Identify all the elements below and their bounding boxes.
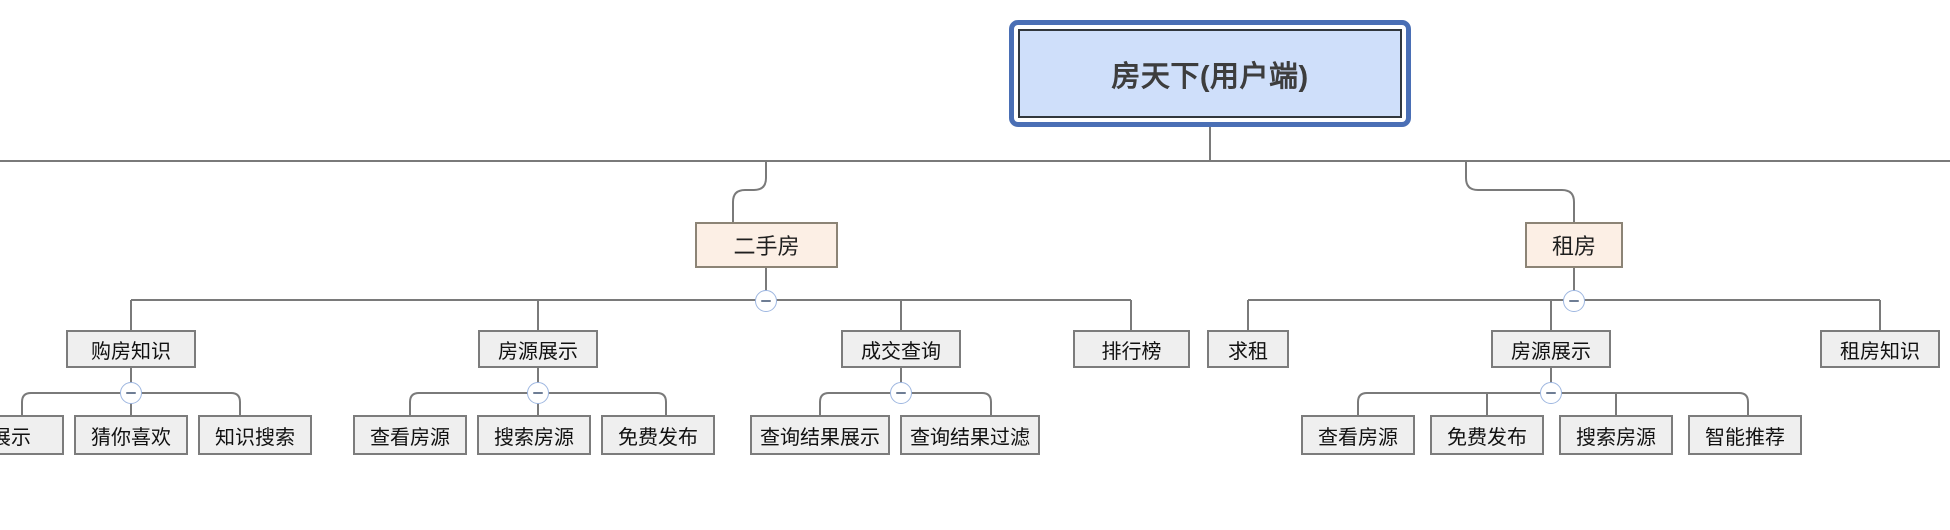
node-zufang-zhishi[interactable]: 租房知识 (1820, 330, 1940, 368)
node-chaxun-jieguo-zhanshi[interactable]: 查询结果展示 (750, 415, 890, 455)
collapse-toggle-ershoufang[interactable] (755, 290, 777, 312)
node-zhishi-sousuo[interactable]: 知识搜索 (198, 415, 312, 455)
node-zhanshi[interactable]: 展示 (0, 415, 64, 455)
edge-zufang-link (1465, 161, 1575, 222)
node-fangyuan-zhanshi-1[interactable]: 房源展示 (478, 330, 598, 368)
node-cainixihuan[interactable]: 猜你喜欢 (74, 415, 188, 455)
node-fangyuan-zhanshi-2[interactable]: 房源展示 (1491, 330, 1611, 368)
node-zufang-label: 租房 (1551, 234, 1596, 259)
minus-icon (533, 392, 543, 394)
minus-icon (1546, 392, 1556, 394)
node-root-label: 房天下(用户端) (1111, 60, 1309, 93)
node-chakan-fangyuan-2[interactable]: 查看房源 (1301, 415, 1415, 455)
node-mianfei-fabu-1[interactable]: 免费发布 (601, 415, 715, 455)
collapse-toggle-fangyuan-zhanshi-2[interactable] (1540, 382, 1562, 404)
node-zhanshi-label: 展示 (0, 426, 31, 449)
minus-icon (126, 392, 136, 394)
edge-ershoufang-link (732, 161, 767, 222)
node-chakan-fangyuan-2-label: 查看房源 (1318, 426, 1398, 449)
node-chakan-fangyuan-1[interactable]: 查看房源 (353, 415, 467, 455)
node-zufang-zhishi-label: 租房知识 (1840, 340, 1920, 363)
root-selection-ring (1009, 20, 1411, 127)
node-chakan-fangyuan-1-label: 查看房源 (370, 426, 450, 449)
node-sousuo-fangyuan-2[interactable]: 搜索房源 (1559, 415, 1673, 455)
minus-icon (761, 300, 771, 302)
node-mianfei-fabu-2[interactable]: 免费发布 (1430, 415, 1544, 455)
edge-helper2 (758, 161, 766, 213)
minus-icon (896, 392, 906, 394)
node-zufang[interactable]: 租房 (1525, 222, 1623, 268)
node-root[interactable]: 房天下(用户端) (1018, 29, 1402, 118)
node-ershoufang[interactable]: 二手房 (695, 222, 838, 268)
node-goufang-zhishi[interactable]: 购房知识 (66, 330, 196, 368)
node-cainixihuan-label: 猜你喜欢 (91, 426, 171, 449)
collapse-toggle-fangyuan-zhanshi-1[interactable] (527, 382, 549, 404)
node-mianfei-fabu-2-label: 免费发布 (1447, 426, 1527, 449)
node-mianfei-fabu-1-label: 免费发布 (618, 426, 698, 449)
node-paihangbang[interactable]: 排行榜 (1073, 330, 1190, 368)
node-chaxun-jieguo-guolv[interactable]: 查询结果过滤 (900, 415, 1040, 455)
node-zhineng-tuijian-label: 智能推荐 (1705, 426, 1785, 449)
node-qiuzu[interactable]: 求租 (1207, 330, 1289, 368)
node-qiuzu-label: 求租 (1228, 340, 1268, 363)
collapse-toggle-zufang[interactable] (1563, 290, 1585, 312)
node-chengjiao-chaxun-label: 成交查询 (861, 340, 941, 363)
node-goufang-zhishi-label: 购房知识 (91, 340, 171, 363)
collapse-toggle-chengjiao-chaxun[interactable] (890, 382, 912, 404)
node-fangyuan-zhanshi-1-label: 房源展示 (498, 340, 578, 363)
node-ershoufang-label: 二手房 (733, 234, 800, 259)
node-sousuo-fangyuan-2-label: 搜索房源 (1576, 426, 1656, 449)
node-zhineng-tuijian[interactable]: 智能推荐 (1688, 415, 1802, 455)
node-sousuo-fangyuan-1-label: 搜索房源 (494, 426, 574, 449)
node-zhishi-sousuo-label: 知识搜索 (215, 426, 295, 449)
node-chaxun-jieguo-guolv-label: 查询结果过滤 (910, 426, 1030, 449)
minus-icon (1569, 300, 1579, 302)
node-fangyuan-zhanshi-2-label: 房源展示 (1511, 340, 1591, 363)
node-paihangbang-label: 排行榜 (1101, 340, 1162, 363)
node-chaxun-jieguo-zhanshi-label: 查询结果展示 (760, 426, 880, 449)
collapse-toggle-goufang-zhishi[interactable] (120, 382, 142, 404)
edge-bus-to-ershoufang-helper (758, 161, 766, 218)
node-chengjiao-chaxun[interactable]: 成交查询 (841, 330, 961, 368)
node-sousuo-fangyuan-1[interactable]: 搜索房源 (477, 415, 591, 455)
